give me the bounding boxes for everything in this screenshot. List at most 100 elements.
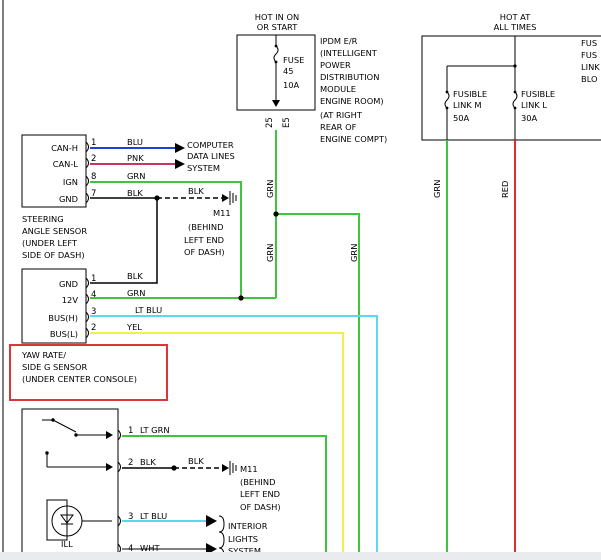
fusible-link-m-symbol — [444, 91, 450, 109]
lower-color-blk: BLK — [140, 457, 156, 467]
lower-color-wht: WHT — [140, 543, 160, 553]
computer-label-1: COMPUTER — [187, 140, 234, 150]
ipdm-label-3: POWER — [320, 60, 351, 70]
splice-grn-branch — [273, 211, 279, 217]
ipdm-label-2: (INTELLIGENT — [320, 48, 378, 58]
right-cut-label-3: LINK — [581, 62, 600, 72]
steering-pin-can-l: CAN-L — [53, 159, 79, 169]
steering-pin-ign: IGN — [63, 177, 78, 187]
switch2-arrow — [106, 463, 113, 471]
steering-label-3: (UNDER LEFT — [22, 238, 78, 248]
right-cut-label-1: FUS — [581, 38, 597, 48]
lower-m11-label-1: M11 — [240, 464, 258, 474]
switch-module-box — [21, 408, 119, 558]
lower-m11-label-2: (BEHIND — [240, 477, 275, 487]
fusible-link-l-symbol — [512, 91, 518, 109]
yaw-pin-bus-h: BUS(H) — [48, 313, 78, 323]
lower-ground-blk-label: BLK — [188, 456, 204, 466]
arrow-interior-lt-blu — [206, 515, 217, 527]
wire-bus-h-lt-blu — [90, 315, 378, 555]
lower-m11-label-4: OF DASH) — [240, 502, 281, 512]
steering-color-blu: BLU — [127, 137, 143, 147]
m11-label-1: M11 — [213, 208, 231, 218]
steering-connector-brackets — [85, 141, 89, 204]
yaw-label-highlight — [9, 344, 168, 401]
interior-label-1: INTERIOR — [228, 521, 268, 531]
yaw-label-2: SIDE G SENSOR — [22, 362, 88, 372]
lower-num-3: 3 — [128, 512, 133, 522]
wire-label-grn-2: GRN — [265, 244, 275, 262]
computer-label-3: SYSTEM — [187, 163, 220, 173]
ipdm-label-1: IPDM E/R — [320, 36, 358, 46]
ipdm-label-6: ENGINE ROOM) — [320, 96, 384, 106]
ipdm-label-5: MODULE — [320, 84, 356, 94]
switch2-contact — [45, 451, 49, 455]
yaw-color-yel: YEL — [126, 322, 142, 332]
fuse-label-3: 10A — [283, 80, 300, 90]
yaw-color-grn: GRN — [127, 288, 145, 298]
wire-grn-branch — [276, 213, 360, 555]
fusible-m-label-3: 50A — [453, 113, 470, 123]
ipdm-label-7: (AT RIGHT — [320, 110, 363, 120]
steering-num-7: 7 — [91, 189, 96, 199]
ipdm-label-9: ENGINE COMPT) — [320, 134, 387, 144]
splice-ground-lower — [171, 465, 177, 471]
steering-num-1: 1 — [91, 138, 96, 148]
yaw-color-blk: BLK — [127, 271, 143, 281]
wire-lower-lt-grn — [122, 435, 327, 555]
steering-color-pnk: PNK — [127, 153, 144, 163]
fusible-bus-junction — [513, 64, 517, 68]
m11-label-3: LEFT END — [184, 235, 224, 245]
steering-label-4: SIDE OF DASH) — [22, 250, 85, 260]
fusible-link-box — [421, 35, 601, 141]
lower-num-2: 2 — [128, 458, 133, 468]
lower-color-lt-blu: LT BLU — [140, 511, 167, 521]
wire-bus-l-yel — [90, 332, 344, 555]
yaw-rate-sensor-box — [21, 268, 87, 344]
wire-label-grn-1: GRN — [265, 180, 275, 198]
fuse-label-2: 45 — [283, 66, 294, 76]
yaw-num-2: 2 — [91, 323, 96, 333]
lower-m11-label-3: LEFT END — [240, 489, 280, 499]
ipdm-pin-25: 25 — [265, 117, 275, 128]
ipdm-label-4: DISTRIBUTION — [320, 72, 379, 82]
lower-connector-brackets — [117, 429, 121, 555]
wire-label-grn-3: GRN — [349, 244, 359, 262]
fusible-l-label-2: LINK L — [521, 100, 547, 110]
steering-color-blk: BLK — [127, 188, 143, 198]
ipdm-conn-e5: E5 — [282, 117, 292, 128]
hot-in-on-line2: OR START — [257, 22, 298, 32]
steering-num-2: 2 — [91, 154, 96, 164]
wire-ign-grn — [90, 181, 242, 298]
fusible-l-dot-top — [513, 90, 517, 94]
fuse-45-symbol — [273, 45, 279, 63]
led-wiring-loop — [46, 499, 68, 541]
m11-label-2: (BEHIND — [188, 222, 223, 232]
fuse-dot-top — [274, 44, 278, 48]
switch1-arrow — [106, 431, 113, 439]
lower-color-lt-grn: LT GRN — [140, 425, 170, 435]
yaw-num-3: 3 — [91, 307, 96, 317]
interior-label-2: LIGHTS — [228, 534, 258, 544]
arrow-computer-can-l — [175, 159, 185, 169]
steering-pin-gnd: GND — [59, 194, 78, 204]
yaw-num-4: 4 — [91, 290, 96, 300]
m11-label-4: OF DASH) — [184, 247, 225, 257]
hot-at-line1: HOT AT — [500, 12, 532, 22]
hot-at-line2: ALL TIMES — [494, 22, 537, 32]
hot-in-on-line1: HOT IN ON — [255, 12, 300, 22]
yaw-label-1: YAW RATE/ — [21, 350, 66, 360]
steering-label-1: STEERING — [22, 214, 64, 224]
wire-label-grn-4: GRN — [432, 180, 442, 198]
fusible-m-label-2: LINK M — [453, 100, 482, 110]
interior-label-3: SYSTEM — [228, 546, 261, 556]
yaw-num-1: 1 — [91, 274, 96, 284]
ground-blk-label: BLK — [188, 186, 204, 196]
steering-pin-can-h: CAN-H — [51, 143, 78, 153]
yaw-label-3: (UNDER CENTER CONSOLE) — [22, 374, 137, 384]
fusible-m-label-1: FUSIBLE — [453, 89, 487, 99]
fusible-l-label-1: FUSIBLE — [521, 89, 555, 99]
yaw-connector-brackets — [85, 277, 89, 339]
fusible-m-dot-top — [445, 90, 449, 94]
yaw-color-lt-blu: LT BLU — [135, 305, 162, 315]
